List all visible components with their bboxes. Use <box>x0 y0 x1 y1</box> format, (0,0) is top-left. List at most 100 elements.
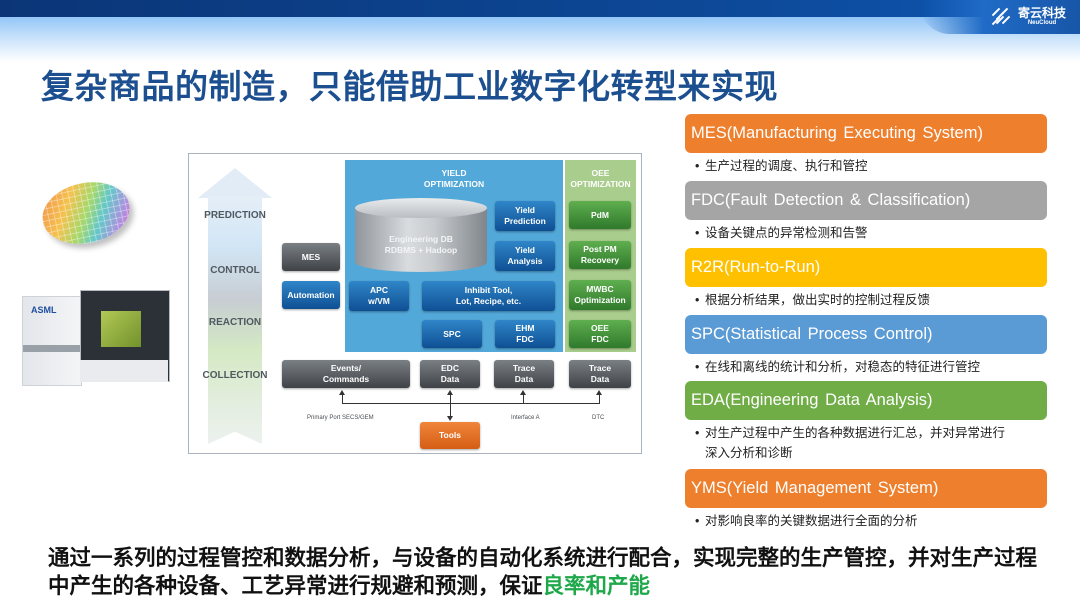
box-label: FDC <box>516 334 534 344</box>
system-eda-desc-2: 深入分析和诊断 <box>705 446 793 460</box>
interface-label-secs-gem: Primary Port SECS/GEM <box>307 415 374 421</box>
interface-label-interface-a: Interface A <box>511 415 540 421</box>
box-label: Commands <box>322 374 370 384</box>
progression-arrow <box>208 196 262 444</box>
machine-brand-label: ASML <box>31 305 57 315</box>
summary-body: 通过一系列的过程管控和数据分析，与设备的自动化系统进行配合，实现完整的生产管控，… <box>48 546 1038 598</box>
box-label: OEE <box>591 323 609 333</box>
brand-logo: 寄云科技 NeuCloud <box>991 5 1066 27</box>
system-mes-desc: 生产过程的调度、执行和管控 <box>705 159 868 173</box>
system-mes: MES(Manufacturing Executing System) •生产过… <box>685 114 1047 176</box>
neucloud-logo-icon <box>991 5 1013 27</box>
system-fdc-label: FDC(Fault Detection & Classification) <box>685 181 1047 220</box>
box-label: Post PM <box>583 244 617 254</box>
box-label: APC <box>370 285 388 295</box>
header-bar <box>0 0 1080 17</box>
inhibit-tool-box: Inhibit Tool,Lot, Recipe, etc. <box>422 281 555 311</box>
box-label: Events/ <box>330 363 362 373</box>
asml-lithography-machine-image: ASML <box>22 290 170 390</box>
box-label: Lot, Recipe, etc. <box>455 296 522 306</box>
system-fdc: FDC(Fault Detection & Classification) •设… <box>685 181 1047 243</box>
box-label: Data <box>590 374 610 384</box>
spc-box: SPC <box>422 320 482 348</box>
yield-zone-title-2: OPTIMIZATION <box>423 179 485 189</box>
brand-name-cn: 寄云科技 <box>1017 5 1066 20</box>
silicon-wafer-image <box>36 174 136 252</box>
box-label: Data <box>440 374 460 384</box>
oee-zone-title-2: OPTIMIZATION <box>570 179 631 189</box>
box-label: EHM <box>515 323 535 333</box>
box-label: MES <box>301 251 321 262</box>
box-label: Data <box>514 374 534 384</box>
bus-line <box>342 403 600 404</box>
box-label: SPC <box>443 328 461 339</box>
oee-zone-title-1: OEE <box>591 168 610 178</box>
header-glow <box>0 17 1080 62</box>
arrow-up-icon <box>520 390 526 395</box>
system-yms-desc: 对影响良率的关键数据进行全面的分析 <box>705 514 918 528</box>
level-control: CONTROL <box>210 265 260 276</box>
system-fdc-desc: 设备关键点的异常检测和告警 <box>705 226 868 240</box>
system-r2r-label: R2R(Run-to-Run) <box>685 248 1047 287</box>
box-label: w/VM <box>368 296 390 306</box>
box-label: EDC <box>441 363 459 373</box>
arrow-up-icon <box>447 390 453 395</box>
system-spc-desc: 在线和离线的统计和分析，对稳态的特征进行管控 <box>705 360 981 374</box>
box-label: Automation <box>287 289 335 300</box>
box-label: Recovery <box>580 255 620 265</box>
system-spc-label: SPC(Statistical Process Control) <box>685 315 1047 354</box>
box-label: Tools <box>438 430 462 440</box>
summary-text: 通过一系列的过程管控和数据分析，与设备的自动化系统进行配合，实现完整的生产管控，… <box>48 544 1048 600</box>
brand-band: 寄云科技 NeuCloud <box>920 0 1080 34</box>
system-eda-label: EDA(Engineering Data Analysis) <box>685 381 1047 420</box>
box-label: Optimization <box>574 295 626 305</box>
system-spc: SPC(Statistical Process Control) •在线和离线的… <box>685 315 1047 377</box>
box-label: FDC <box>591 334 609 344</box>
arrow-down-icon <box>447 416 453 421</box>
system-r2r: R2R(Run-to-Run) •根据分析结果，做出实时的控制过程反馈 <box>685 248 1047 310</box>
yield-zone-title-1: YIELD <box>441 168 467 178</box>
arrow-up-icon <box>596 390 602 395</box>
system-eda: EDA(Engineering Data Analysis) •对生产过程中产生… <box>685 381 1047 463</box>
system-eda-desc-1: 对生产过程中产生的各种数据进行汇总，并对异常进行 <box>705 426 1006 440</box>
engineering-db-cylinder: Engineering DB RDBMS + Hadoop <box>355 198 487 280</box>
system-yms: YMS(Yield Management System) •对影响良率的关键数据… <box>685 469 1047 531</box>
box-label: Yield <box>515 205 535 215</box>
box-label: Yield <box>515 245 535 255</box>
system-mes-label: MES(Manufacturing Executing System) <box>685 114 1047 153</box>
tools-box: Tools <box>420 422 480 449</box>
level-collection: COLLECTION <box>202 370 268 381</box>
box-label: Trace <box>588 363 612 373</box>
slide-title: 复杂商品的制造，只能借助工业数字化转型来实现 <box>41 68 778 105</box>
summary-highlight: 良率和产能 <box>542 574 651 598</box>
architecture-diagram: PREDICTION CONTROL REACTION COLLECTION Y… <box>188 153 642 454</box>
level-reaction: REACTION <box>208 317 262 328</box>
events-commands-box: Events/Commands <box>282 360 410 388</box>
db-label-2: RDBMS + Hadoop <box>384 245 458 255</box>
brand-name-en: NeuCloud <box>1027 19 1057 26</box>
box-label: Inhibit Tool, <box>464 285 513 295</box>
box-label: Prediction <box>504 216 546 226</box>
box-label: MWBC <box>586 284 614 294</box>
automation-box: Automation <box>282 281 340 309</box>
box-label: Trace <box>512 363 536 373</box>
interface-label-dtc: DTC <box>592 415 605 421</box>
pdm-box: PdM <box>569 201 631 229</box>
system-yms-label: YMS(Yield Management System) <box>685 469 1047 508</box>
mes-box: MES <box>282 243 340 271</box>
box-label: PdM <box>591 209 609 220</box>
level-prediction: PREDICTION <box>204 210 266 221</box>
arrow-up-icon <box>339 390 345 395</box>
box-label: Analysis <box>507 256 543 266</box>
db-label-1: Engineering DB <box>389 234 453 244</box>
